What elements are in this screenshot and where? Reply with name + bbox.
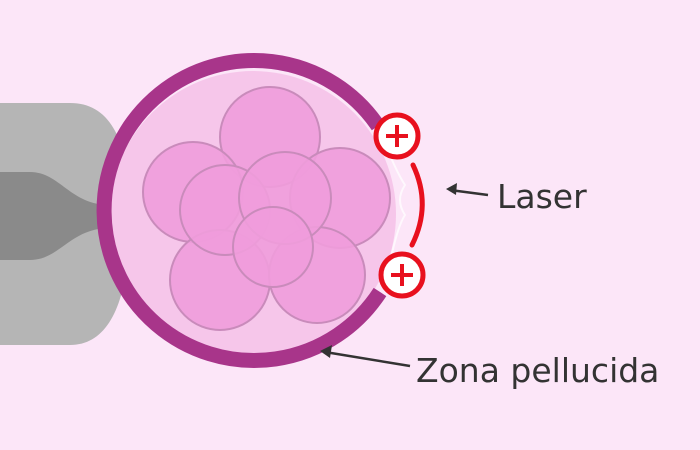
cell [232,206,314,288]
laser-label: Laser [497,177,587,216]
zona-arrow-icon [324,350,411,368]
laser-arc [409,162,425,248]
blastomeres [142,86,391,331]
plus-icon [378,251,426,299]
arrows [320,183,489,368]
zona-pellucida-label: Zona pellucida [416,351,659,390]
zona-pellucida-ring [96,53,387,368]
plus-icon [373,112,421,160]
holding-pipette [0,103,130,345]
embryo [96,53,407,368]
laser-beam [373,112,426,299]
